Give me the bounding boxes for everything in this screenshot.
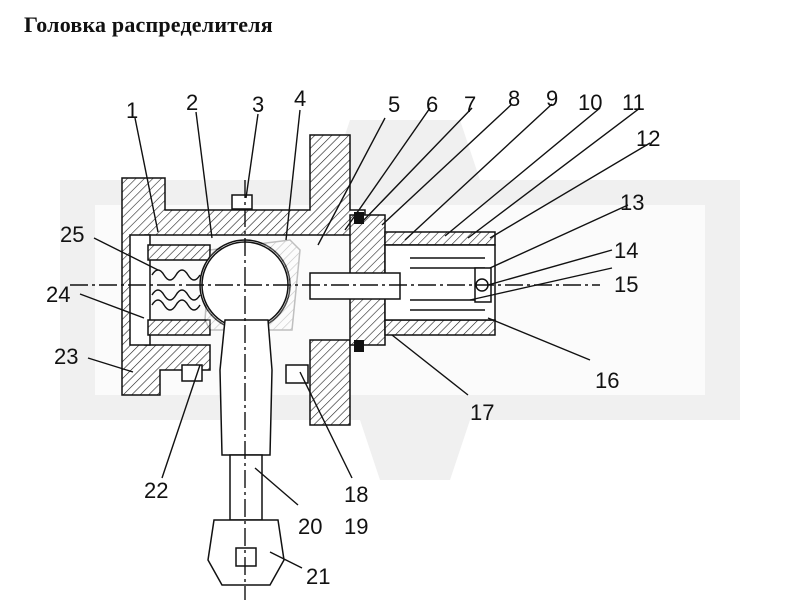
label-5: 5 [388, 92, 400, 117]
label-12: 12 [636, 126, 660, 151]
label-22: 22 [144, 478, 168, 503]
label-20: 20 [298, 514, 322, 539]
label-19: 19 [344, 514, 368, 539]
label-16: 16 [595, 368, 619, 393]
control-lever [207, 319, 285, 586]
spring-cap-assembly [129, 234, 211, 346]
housing-body [121, 134, 386, 426]
label-9: 9 [546, 86, 558, 111]
label-17: 17 [470, 400, 494, 425]
label-24: 24 [46, 282, 70, 307]
leader-lines [79, 103, 651, 569]
label-14: 14 [614, 238, 638, 263]
label-23: 23 [54, 344, 78, 369]
label-21: 21 [306, 564, 330, 589]
label-8: 8 [508, 86, 520, 111]
label-7: 7 [464, 92, 476, 117]
label-25: 25 [60, 222, 84, 247]
diagram-title: Головка распределителя [24, 12, 273, 37]
label-10: 10 [578, 90, 602, 115]
label-1: 1 [126, 98, 138, 123]
label-3: 3 [252, 92, 264, 117]
label-18: 18 [344, 482, 368, 507]
spool-assembly [309, 231, 496, 336]
label-2: 2 [186, 90, 198, 115]
label-4: 4 [294, 86, 306, 111]
part-labels: 1 2 3 4 5 6 7 8 9 10 11 12 13 14 15 16 1… [46, 86, 660, 589]
label-11: 11 [622, 90, 645, 115]
label-15: 15 [614, 272, 638, 297]
center-lines [70, 180, 600, 600]
label-6: 6 [426, 92, 438, 117]
label-13: 13 [620, 190, 644, 215]
